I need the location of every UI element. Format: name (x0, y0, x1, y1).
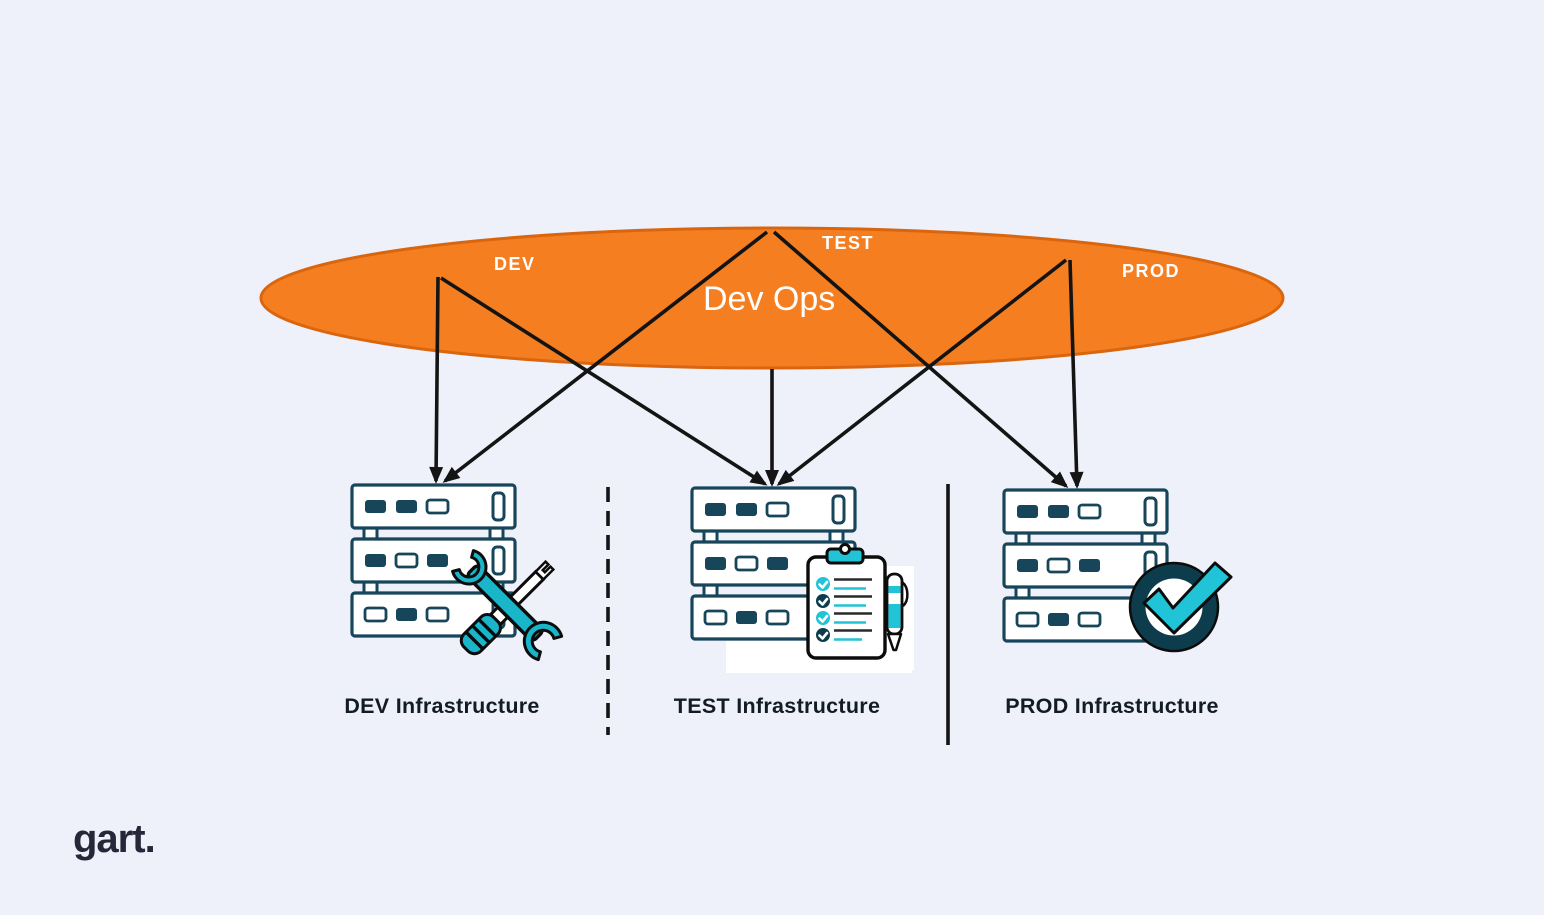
arrow-dev-to-test (440, 276, 768, 486)
arrow-test-to-prod (772, 230, 1069, 488)
connection-arrows (429, 230, 1084, 489)
checklist-clipboard-icon (726, 543, 914, 673)
dev-infrastructure-label: DEV Infrastructure (344, 694, 539, 718)
check-circle-icon (1128, 561, 1233, 653)
arrow-test-to-dev (442, 230, 769, 483)
pen-icon (885, 572, 909, 652)
devops-label: Dev Ops (703, 280, 835, 318)
arrow-dev-to-dev (429, 276, 444, 484)
arrow-prod-to-prod (1068, 259, 1084, 489)
gart-logo: gart. (73, 817, 155, 861)
role-label-test: TEST (822, 233, 874, 253)
devops-ellipse (259, 226, 1285, 370)
role-label-prod: PROD (1122, 261, 1180, 281)
role-label-dev: DEV (494, 254, 536, 274)
test-infrastructure-label: TEST Infrastructure (674, 694, 880, 718)
arrow-prod-to-test (776, 258, 1068, 486)
prod-infrastructure-label: PROD Infrastructure (1005, 694, 1219, 718)
